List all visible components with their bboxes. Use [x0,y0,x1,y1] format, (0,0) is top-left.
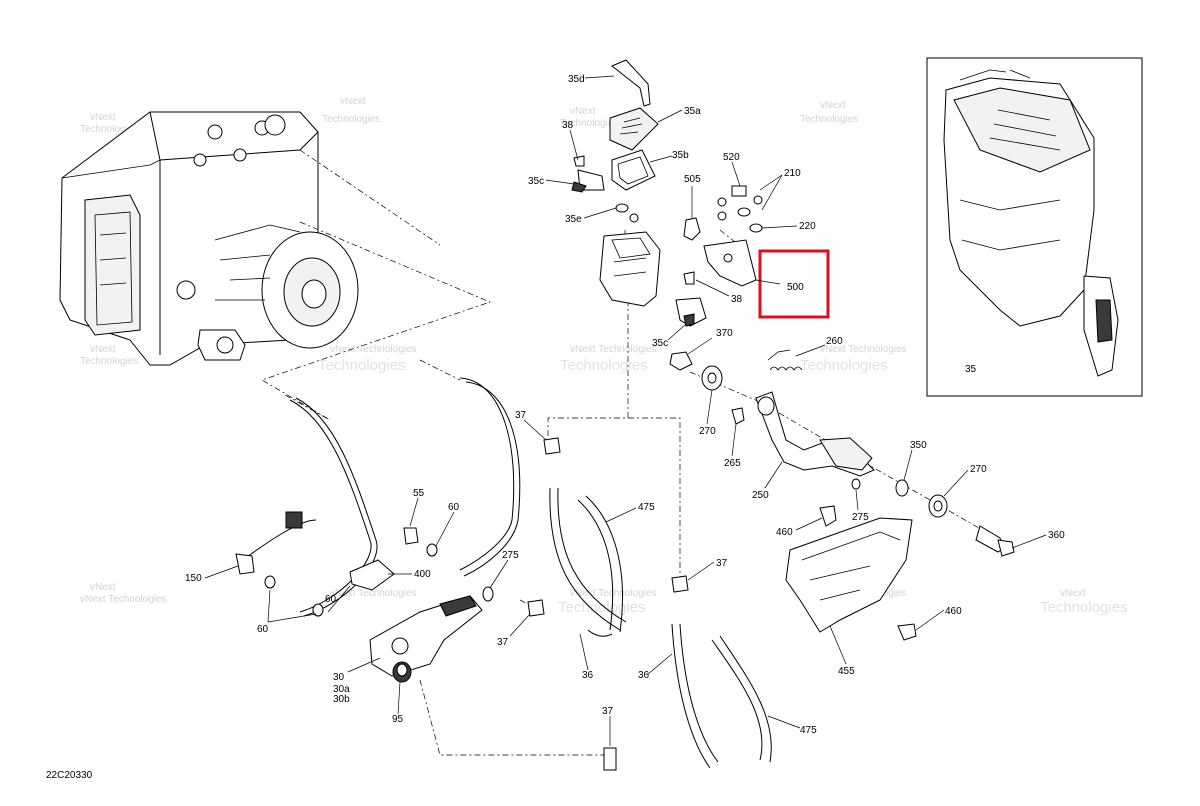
watermark: vNext Technologies [1040,588,1128,616]
callout-220: 220 [799,221,816,232]
callout-35a: 35a [684,106,701,117]
watermark-full: vNext Technologies [330,588,417,599]
callout-37-b: 37 [497,637,509,648]
callout-270-a: 270 [699,426,716,437]
watermark-line1: vNext [90,582,116,593]
watermark: vNext Technologies Technologies [558,588,657,616]
callout-95: 95 [392,714,404,725]
callout-505: 505 [684,174,701,185]
callout-35c-top: 35c [528,176,544,187]
watermark: vNext vNext Technologies [80,582,167,605]
callout-36-a: 36 [582,670,594,681]
watermark-line2: Technologies [80,356,138,367]
watermark-line2: Technologies [800,114,858,125]
highlight-box-500 [758,249,830,319]
watermark-line2: Technologies [800,357,888,374]
callout-475-b: 475 [800,725,817,736]
callout-37-c: 37 [716,558,728,569]
watermark-line1: vNext [340,96,366,107]
callout-275-a: 275 [852,512,869,523]
watermark: vNext Technologies [560,106,618,129]
callout-38-top: 38 [562,120,574,131]
hoses [527,437,772,771]
watermark: vNext Technologies Technologies [318,344,417,374]
callout-35e: 35e [565,214,582,225]
callout-36-b: 36 [638,670,650,681]
callout-360: 360 [1048,530,1065,541]
callout-475-a: 475 [638,502,655,513]
watermark-line1: vNext [90,112,116,123]
watermark-full: vNext Technologies [820,344,907,355]
watermark-line1: vNext [1060,588,1086,599]
watermark: vNext Technologies [330,588,417,599]
housing-35-group [571,59,763,327]
watermark-full: vNext Technologies [570,344,657,355]
watermark: vNext Technologies Technologies [560,344,657,374]
callout-520: 520 [723,152,740,163]
callout-37-a: 37 [515,410,527,421]
abs-module [59,111,359,366]
callout-60-a: 60 [448,502,460,513]
callout-210: 210 [784,168,801,179]
brake-lines [235,377,521,683]
watermark-full: vNext Technologies [570,588,657,599]
watermark-line2: Technologies [80,124,138,135]
watermark: vNext Technologies Technologies [800,344,907,374]
callout-37-d: 37 [602,706,614,717]
callout-38-mid: 38 [731,294,743,305]
callout-30b: 30b [333,694,350,705]
callout-35c-bottom: 35c [652,338,668,349]
callout-400: 400 [414,569,431,580]
watermark-line2: Technologies [560,118,618,129]
leader-lines [204,75,1047,746]
watermark-line2: Technologies [318,357,406,374]
watermark-line2: Technologies [558,599,646,616]
pedal-assembly [669,349,1015,641]
callout-labels: 35d 35a 38 35b 35c 35e 520 210 505 220 3… [185,74,1065,736]
watermark: vNext Technologies [800,100,858,125]
watermark-full: vNext Technologies [330,344,417,355]
callout-265: 265 [724,458,741,469]
watermark: vNext Technologies [80,112,138,135]
callout-500-highlight: 500 [787,282,804,293]
watermark-full: vNext Technologies [80,594,167,605]
callout-55: 55 [413,488,425,499]
watermark-line2: Technologies [322,114,380,125]
callout-455: 455 [838,666,855,677]
watermark-line1: vNext [820,100,846,111]
callout-60-b: 60 [257,624,269,635]
callout-250: 250 [752,490,769,501]
callout-350: 350 [910,440,927,451]
watermark-line2: Technologies [1040,599,1128,616]
callout-370: 370 [716,328,733,339]
callout-275-b: 275 [502,550,519,561]
watermark-line1: vNext [90,344,116,355]
diagram-code: 22C20330 [46,770,93,781]
watermark-line2: Technologies [560,357,648,374]
callout-35d: 35d [568,74,585,85]
callout-150: 150 [185,573,202,584]
callout-270-b: 270 [970,464,987,475]
callout-60-c: 60 [325,594,337,605]
callout-30: 30 [333,672,345,683]
inset-35: 35 [926,57,1143,397]
callout-260: 260 [826,336,843,347]
callout-460-b: 460 [945,606,962,617]
callout-30a: 30a [333,684,350,695]
callout-35b: 35b [672,150,689,161]
watermark-line1: vNext [570,106,596,117]
watermark: vNext Technologies [322,96,380,125]
callout-460-a: 460 [776,527,793,538]
inset-label: 35 [965,364,977,375]
watermark: vNext Technologies [80,344,138,367]
